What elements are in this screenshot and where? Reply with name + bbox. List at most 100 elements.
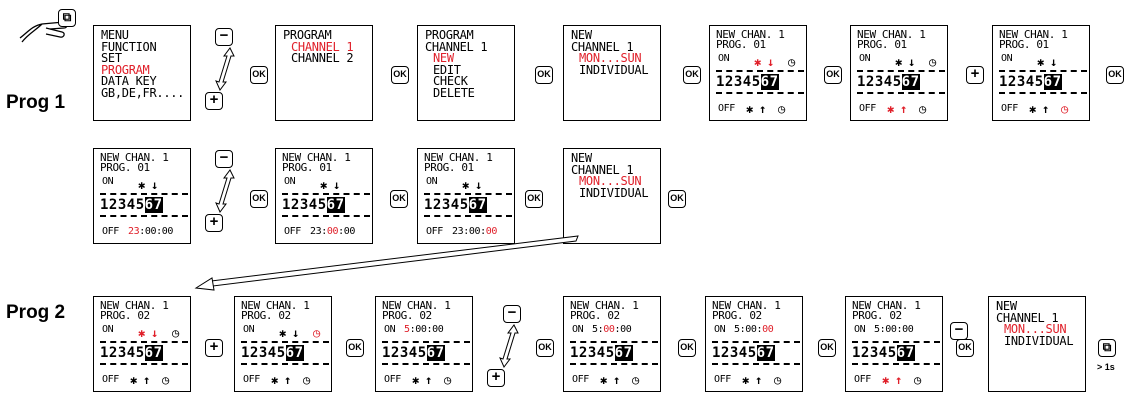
new-line: INDIVIDUAL [579,62,649,77]
new-line-selected: MON...SUN [579,51,642,65]
on-label: ON [1001,53,1013,64]
weekdays: 1234567 [570,345,633,361]
off-label: OFF [426,226,443,237]
plus-button[interactable]: + [205,339,223,357]
arrow-down-icon: ↓ [908,55,916,69]
new-line: CHANNEL 1 [996,310,1059,325]
new-line-selected: MON...SUN [1004,322,1067,336]
prog2-label: Prog 2 [6,302,66,323]
plus-button[interactable]: + [205,214,223,232]
menu-screen: MENU FUNCTION SET PROGRAM DATA KEY GB,DE… [93,25,191,121]
arrow-down-icon: ↓ [151,326,159,340]
timer-title: NEW CHAN. 1 [852,299,921,312]
timer-title: NEW CHAN. 1 [424,151,493,164]
on-label: ON [714,324,726,335]
ok-button[interactable]: OK [818,339,836,357]
minus-button[interactable]: − [503,305,521,323]
new-line: CHANNEL 1 [571,39,634,54]
menu-line: MENU [101,28,129,42]
weekdays: 1234567 [716,74,779,90]
on-label: ON [284,176,296,187]
off-label: OFF [243,374,260,385]
off-time: 23:00:00 [310,226,355,237]
program-line: CHANNEL 1 [425,39,488,54]
prog1-label: Prog 1 [6,92,66,113]
menu-line-selected: PROGRAM [101,62,150,77]
sun-icon: ✱ [130,373,138,387]
plus-button[interactable]: + [487,369,505,387]
program-line-selected: NEW [433,51,454,65]
new-line: INDIVIDUAL [579,185,649,200]
minus-button[interactable]: − [215,28,233,46]
ok-button[interactable]: OK [683,66,701,84]
ok-button[interactable]: OK [535,66,553,84]
ok-button[interactable]: OK [1106,66,1124,84]
menu-line: SET [101,51,122,65]
sun-icon: ✱ [271,373,279,387]
plus-button[interactable]: + [205,92,223,110]
arrow-down-icon: ↓ [767,55,775,69]
ok-button[interactable]: OK [678,339,696,357]
program-line: EDIT [433,62,461,77]
timer-title: NEW CHAN. 1 [712,299,781,312]
ok-button[interactable]: OK [824,66,842,84]
on-label: ON [426,176,438,187]
minus-button[interactable]: − [215,150,233,168]
copy-button[interactable]: ⧉ [1098,339,1116,357]
timer-prog: PROG. 01 [100,161,150,174]
ok-button[interactable]: OK [536,339,554,357]
menu-line: DATA KEY [101,74,157,88]
clock-icon: ◷ [1061,102,1069,116]
weekdays: 1234567 [100,197,163,213]
ok-button[interactable]: OK [668,190,686,208]
timer-prog: PROG. 01 [282,161,332,174]
arrow-down-icon: ↓ [1050,55,1058,69]
on-label: ON [572,324,584,335]
ok-button[interactable]: OK [346,339,364,357]
on-label: ON [854,324,866,335]
timer-prog: PROG. 01 [999,38,1049,51]
new-channel-screen: NEW CHANNEL 1 MON...SUN INDIVIDUAL [563,25,661,121]
arrow-up-icon: ↑ [759,102,767,116]
timer-title: NEW CHAN. 1 [382,299,451,312]
new-line: CHANNEL 1 [571,162,634,177]
minus-button[interactable]: − [950,322,968,340]
off-label: OFF [384,374,401,385]
ok-button[interactable]: OK [390,190,408,208]
plus-button[interactable]: + [966,66,984,84]
arrow-down-icon: ↓ [333,178,341,192]
on-label: ON [384,324,396,335]
copy-button[interactable]: ⧉ [58,9,76,27]
timer-prog: PROG. 02 [100,309,150,322]
clock-icon: ◷ [788,55,796,69]
up-down-arrow-icon [215,169,235,213]
program-line: DELETE [433,85,475,100]
timer-prog: PROG. 02 [570,309,620,322]
sun-icon: ✱ [462,178,470,192]
timer-prog: PROG. 01 [716,38,766,51]
sun-icon: ✱ [746,102,754,116]
sun-icon: ✱ [600,373,608,387]
clock-icon: ◷ [632,373,640,387]
timer-title: NEW CHAN. 1 [100,151,169,164]
arrow-down-icon: ↓ [292,326,300,340]
off-label: OFF [1001,103,1018,114]
timer-prog: PROG. 02 [382,309,432,322]
on-time: 5:00:00 [874,324,914,335]
ok-button[interactable]: OK [250,190,268,208]
ok-button[interactable]: OK [525,190,543,208]
clock-icon: ◷ [303,373,311,387]
ok-button[interactable]: OK [956,339,974,357]
sun-icon: ✱ [138,326,146,340]
ok-button[interactable]: OK [391,66,409,84]
sun-icon: ✱ [887,102,895,116]
off-label: OFF [102,374,119,385]
off-label: OFF [572,374,589,385]
ok-button[interactable]: OK [250,66,268,84]
